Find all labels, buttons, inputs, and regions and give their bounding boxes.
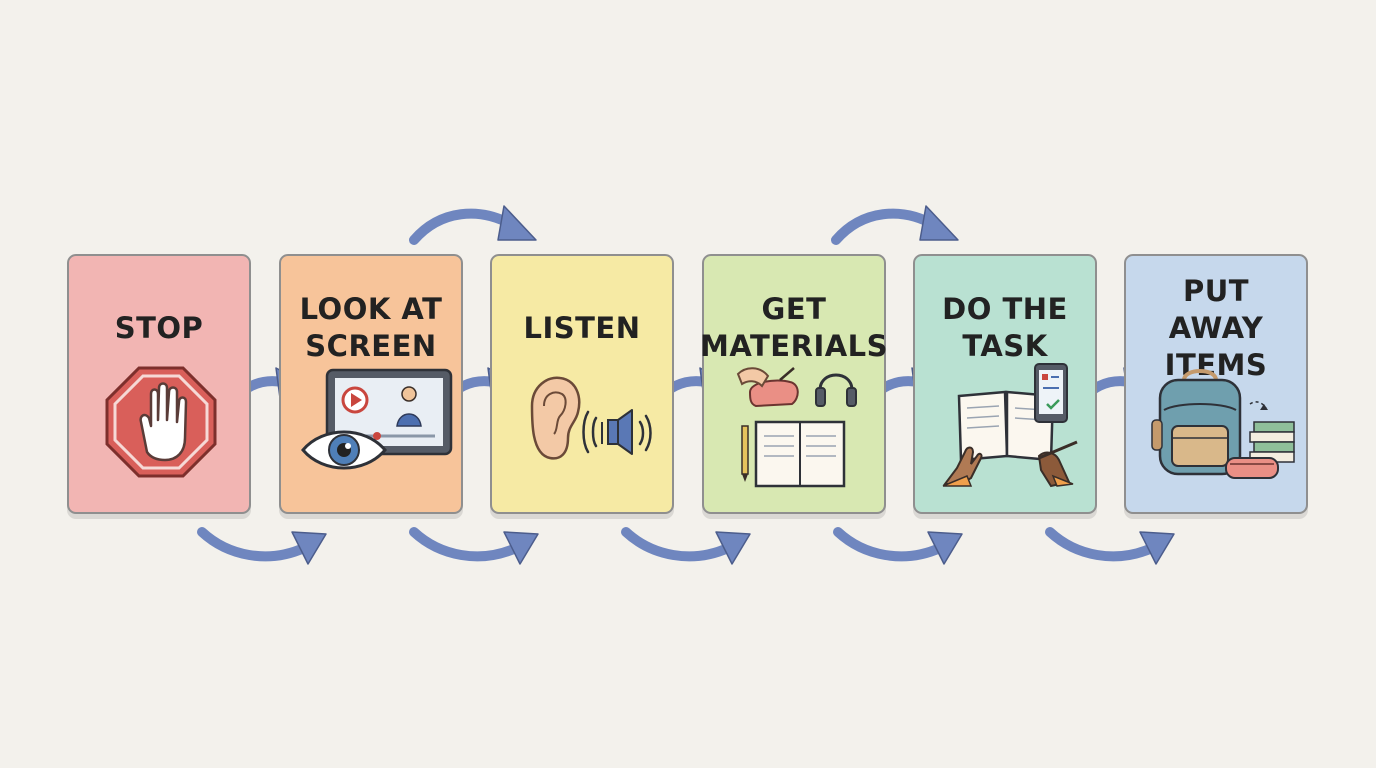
step-title: DO THE TASK: [942, 292, 1068, 363]
step-card-look-at-screen: LOOK AT SCREEN: [279, 254, 463, 514]
bottom-arrow-1: [197, 527, 327, 565]
bottom-arrow-2: [409, 527, 539, 565]
step-card-stop: STOP: [67, 254, 251, 514]
step-title: STOP: [114, 310, 204, 345]
top-arrow-2: [831, 205, 959, 245]
top-arrow-1: [409, 205, 537, 245]
step-card-put-away-items: PUT AWAY ITEMS: [1124, 254, 1308, 514]
step-title: PUT AWAY ITEMS: [1164, 273, 1268, 382]
step-title: LOOK AT SCREEN: [299, 292, 443, 363]
materials-icon: [716, 360, 876, 492]
bottom-arrow-3: [621, 527, 751, 565]
step-card-listen: LISTEN: [490, 254, 674, 514]
stop-hand-icon: [81, 360, 241, 492]
step-card-get-materials: GET MATERIALS: [699, 254, 889, 514]
step-title: LISTEN: [523, 310, 641, 345]
task-icon: [927, 360, 1087, 492]
ear-speaker-icon: [504, 360, 664, 492]
step-title: GET MATERIALS: [699, 292, 889, 363]
bottom-arrow-5: [1045, 527, 1175, 565]
backpack-icon: [1138, 360, 1298, 492]
step-card-do-the-task: DO THE TASK: [913, 254, 1097, 514]
screen-eye-icon: [293, 360, 453, 492]
bottom-arrow-4: [833, 527, 963, 565]
